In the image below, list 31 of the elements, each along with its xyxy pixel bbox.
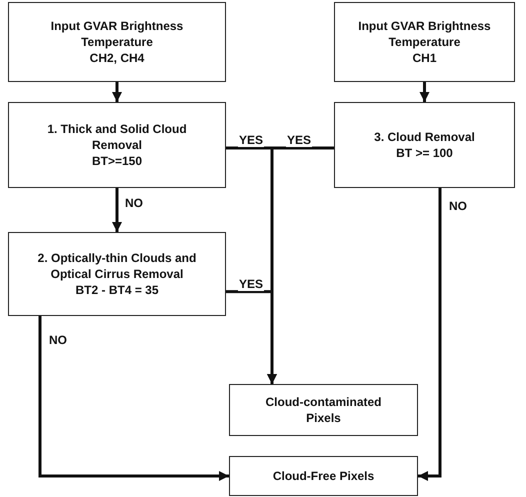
edge-label: NO <box>124 197 144 210</box>
box-text: BT2 - BT4 = 35 <box>75 282 159 298</box>
arrow <box>420 82 430 102</box>
box-text: 1. Thick and Solid Cloud Removal <box>46 120 188 154</box>
box-text: Input GVAR Brightness Temperature <box>50 18 184 50</box>
arrow <box>112 188 122 232</box>
edge-label: YES <box>238 134 264 147</box>
box-text: 3. Cloud Removal <box>374 128 475 145</box>
box-text: Cloud-contaminated Pixels <box>264 394 382 426</box>
edge-label: NO <box>48 334 68 347</box>
arrow <box>418 188 442 481</box>
process-box <box>8 232 226 316</box>
box-text: Cloud-Free Pixels <box>272 468 374 484</box>
arrow <box>38 316 229 481</box>
edge-label: YES <box>286 134 312 147</box>
edge-label: NO <box>448 200 468 213</box>
box-text: BT >= 100 <box>396 145 453 162</box>
box-text: BT>=150 <box>92 153 142 170</box>
box-text: 2. Optically-thin Clouds and Optical Cirrus Removal <box>36 250 198 282</box>
edge-label: YES <box>238 278 264 291</box>
arrow <box>226 290 277 384</box>
arrow <box>112 82 122 102</box>
process-box <box>229 456 418 496</box>
box-text: CH1 <box>412 50 436 66</box>
box-text: CH2, CH4 <box>90 50 144 66</box>
process-box <box>334 102 515 188</box>
process-box <box>334 2 515 82</box>
process-box <box>8 102 226 188</box>
process-box <box>8 2 226 82</box>
process-box <box>229 384 418 436</box>
box-text: Input GVAR Brightness Temperature <box>357 18 492 50</box>
